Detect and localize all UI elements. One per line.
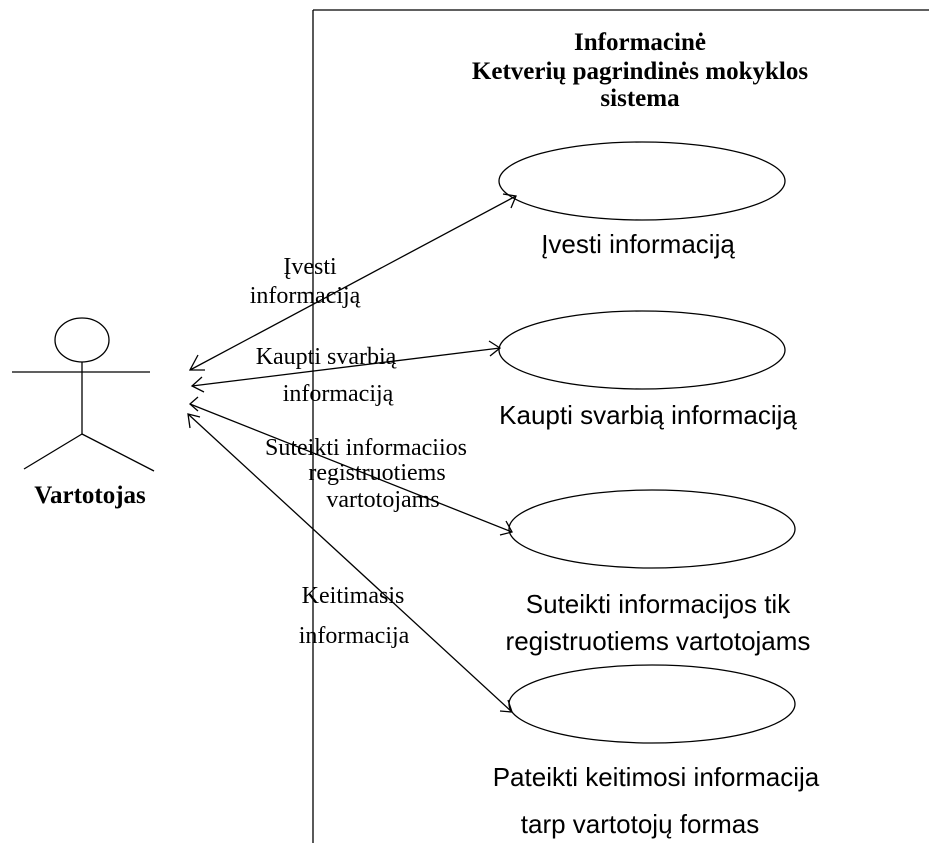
system-title-line-2: Ketverių pagrindinės mokyklos [472, 58, 808, 85]
use-case-label-3a: Suteikti informacijos tik [526, 589, 791, 619]
arrowhead-actor-3 [189, 396, 199, 412]
arrowhead-actor-4 [187, 413, 201, 429]
association-label-2b: informaciją [283, 381, 394, 407]
association-line-2 [191, 347, 501, 387]
association-label-3b: registruotiems [308, 460, 445, 486]
system-title-line-3: sistema [600, 85, 680, 112]
actor-name: Vartotojas [34, 482, 146, 509]
association-label-4b: informacija [299, 623, 410, 649]
use-case-label-4b: tarp vartotojų formas [521, 809, 759, 839]
use-case-label-4a: Pateikti keitimosi informacija [493, 762, 820, 792]
association-label-3c: vartotojams [326, 487, 439, 513]
use-case-ellipse-1 [498, 141, 786, 221]
arrowhead-actor-1 [188, 354, 205, 371]
use-case-suteikti: Suteikti informacijos tik registruotiems… [506, 489, 811, 656]
association-suteikti: Suteikti informaciios registruotiems var… [189, 396, 513, 536]
association-ivesti: Įvesti informaciją [188, 193, 517, 371]
association-label-3a: Suteikti informaciios [265, 435, 467, 461]
use-case-label-1: Įvesti informaciją [541, 229, 735, 259]
use-case-ellipse-2 [498, 310, 786, 390]
association-keitimasis: Keitimasis informacija [187, 413, 513, 713]
use-case-ellipse-4 [508, 664, 796, 744]
arrowhead-actor-2 [190, 376, 205, 393]
association-label-2a: Kaupti svarbią [256, 344, 397, 370]
arrowhead-usecase-4 [499, 699, 513, 713]
association-kaupti: Kaupti svarbią informaciją [190, 340, 502, 407]
arrowhead-usecase-1 [502, 193, 517, 209]
arrowhead-usecase-2 [488, 340, 502, 357]
use-case-ellipse-3 [508, 489, 796, 569]
use-case-kaupti: Kaupti svarbią informaciją [498, 310, 797, 430]
association-label-1a: Įvesti [283, 254, 337, 280]
actor-left-leg [23, 433, 83, 470]
actor-right-leg [81, 433, 155, 472]
use-case-pateikti: Pateikti keitimosi informacija tarp vart… [493, 664, 820, 839]
association-line-3 [189, 403, 513, 533]
actor-head [54, 317, 110, 363]
association-line-4 [187, 413, 513, 713]
system-title-line-1: Informacinė [574, 29, 706, 56]
system-boundary: Informacinė Ketverių pagrindinės mokyklo… [312, 9, 929, 843]
use-case-ivesti: Įvesti informaciją [498, 141, 786, 259]
actor-vartotojas: Vartotojas [12, 317, 155, 509]
association-line-1 [189, 195, 517, 371]
association-label-4a: Keitimasis [302, 583, 405, 609]
use-case-label-3b: registruotiems vartotojams [506, 626, 811, 656]
use-case-label-2: Kaupti svarbią informaciją [499, 400, 797, 430]
arrowhead-usecase-3 [499, 520, 513, 536]
association-label-1b: informaciją [250, 283, 361, 309]
